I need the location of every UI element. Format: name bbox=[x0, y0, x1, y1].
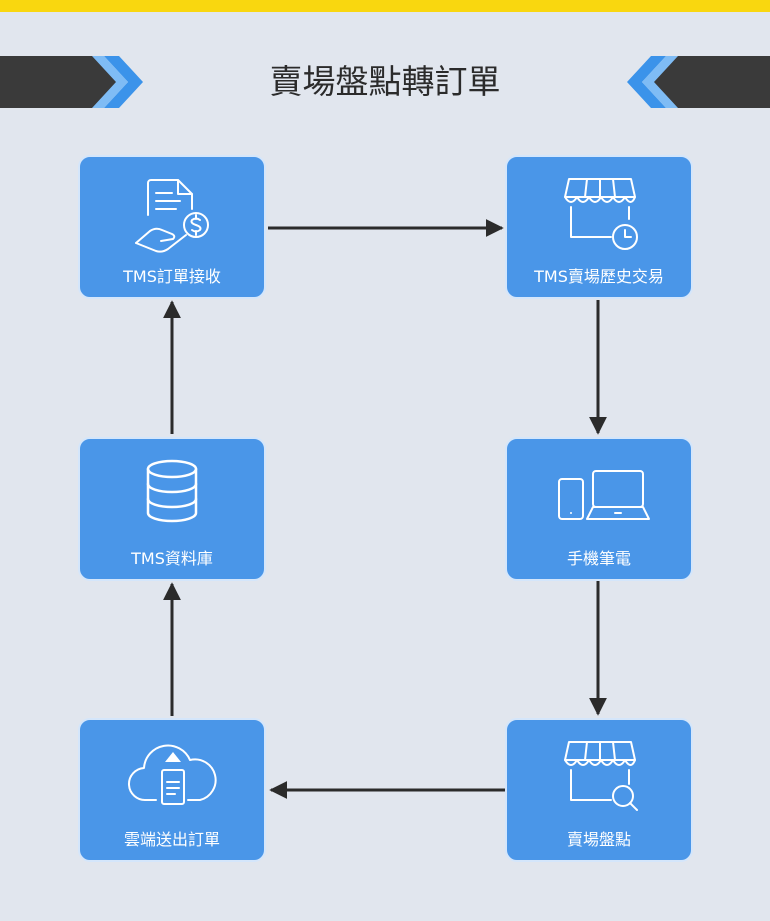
banner-right-chevrons bbox=[627, 56, 770, 108]
node-store-inventory[interactable]: 賣場盤點 bbox=[505, 718, 693, 862]
cloud-upload-icon bbox=[128, 744, 217, 805]
node-phone-laptop[interactable]: 手機筆電 bbox=[505, 437, 693, 581]
banner-left-chevrons bbox=[0, 56, 143, 108]
database-icon bbox=[146, 459, 198, 523]
node-tms-order-receive[interactable]: TMS訂單接收 bbox=[78, 155, 266, 299]
receipt-dollar-icon bbox=[135, 179, 209, 253]
node-tms-database[interactable]: TMS資料庫 bbox=[78, 437, 266, 581]
page-title: 賣場盤點轉訂單 bbox=[269, 62, 501, 101]
top-accent-bar bbox=[0, 0, 770, 12]
node-label: 賣場盤點 bbox=[566, 830, 631, 849]
node-label: TMS訂單接收 bbox=[123, 267, 221, 286]
store-clock-icon bbox=[564, 178, 638, 250]
phone-laptop-icon bbox=[558, 470, 650, 520]
node-tms-store-history[interactable]: TMS賣場歷史交易 bbox=[505, 155, 693, 299]
node-cloud-send-order[interactable]: 雲端送出訂單 bbox=[78, 718, 266, 862]
node-label: TMS資料庫 bbox=[131, 549, 213, 568]
store-search-icon bbox=[564, 741, 638, 811]
node-label: 雲端送出訂單 bbox=[123, 830, 220, 849]
node-label: TMS賣場歷史交易 bbox=[534, 267, 664, 286]
node-label: 手機筆電 bbox=[566, 549, 631, 568]
